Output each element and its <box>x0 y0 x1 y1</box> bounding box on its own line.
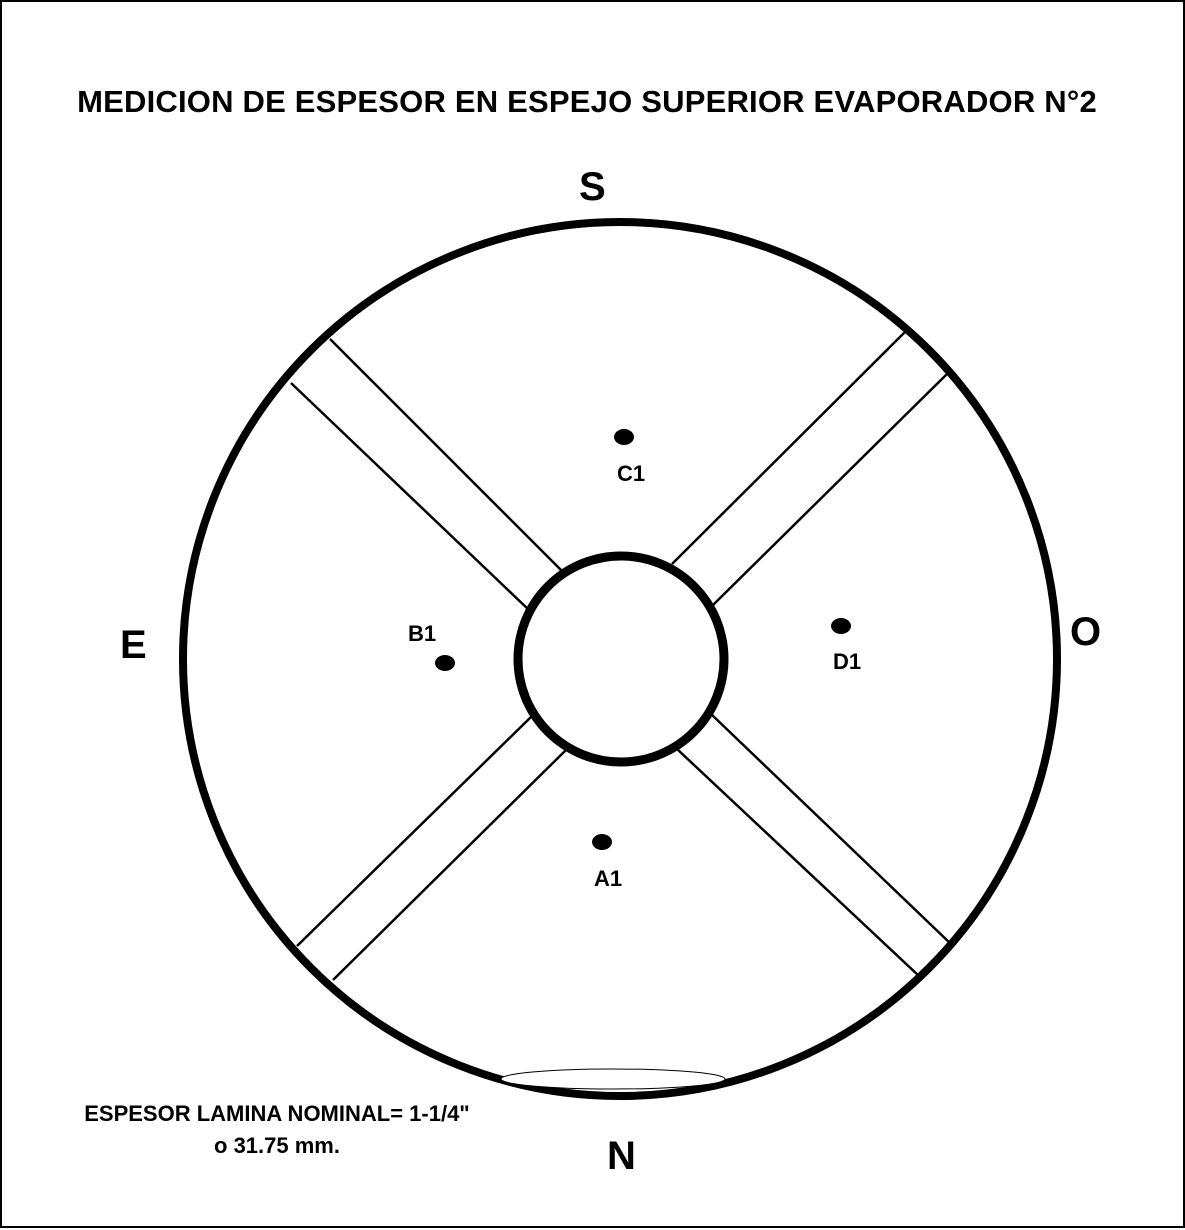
strip-lower-right-outer <box>710 713 953 946</box>
strip-lower-right-inner <box>676 748 920 977</box>
point-c1-label: C1 <box>617 461 645 486</box>
point-c1-dot <box>614 429 634 445</box>
bottom-opening-ellipse <box>500 1068 726 1090</box>
partition-strips <box>290 329 953 981</box>
point-a1-label: A1 <box>594 866 622 891</box>
strip-upper-right-outer <box>712 372 949 606</box>
strip-lower-left-outer <box>296 715 533 947</box>
compass-south-label: S <box>579 165 606 209</box>
nominal-thickness-note: ESPESOR LAMINA NOMINAL= 1-1/4" o 31.75 m… <box>42 1098 512 1162</box>
outer-shell-circle <box>179 218 1061 1100</box>
strip-upper-right-inner <box>671 329 908 565</box>
measurement-points: C1 B1 D1 A1 <box>408 429 861 891</box>
point-a1-dot <box>592 834 612 850</box>
strip-upper-left-outer <box>290 382 530 611</box>
compass-north-label: N <box>607 1134 636 1178</box>
strip-upper-left-inner <box>329 338 564 573</box>
point-b1-label: B1 <box>408 621 436 646</box>
note-line-2: o 31.75 mm. <box>214 1132 340 1158</box>
center-circle <box>513 551 729 767</box>
point-b1-dot <box>435 655 455 671</box>
point-d1-dot <box>831 618 851 634</box>
strip-lower-left-inner <box>332 747 569 981</box>
page-title: MEDICION DE ESPESOR EN ESPEJO SUPERIOR E… <box>77 84 1097 119</box>
note-line-1: ESPESOR LAMINA NOMINAL= 1-1/4" <box>84 1101 470 1126</box>
compass-west-label: O <box>1070 610 1102 654</box>
compass-east-label: E <box>120 623 147 667</box>
point-d1-label: D1 <box>833 649 861 674</box>
